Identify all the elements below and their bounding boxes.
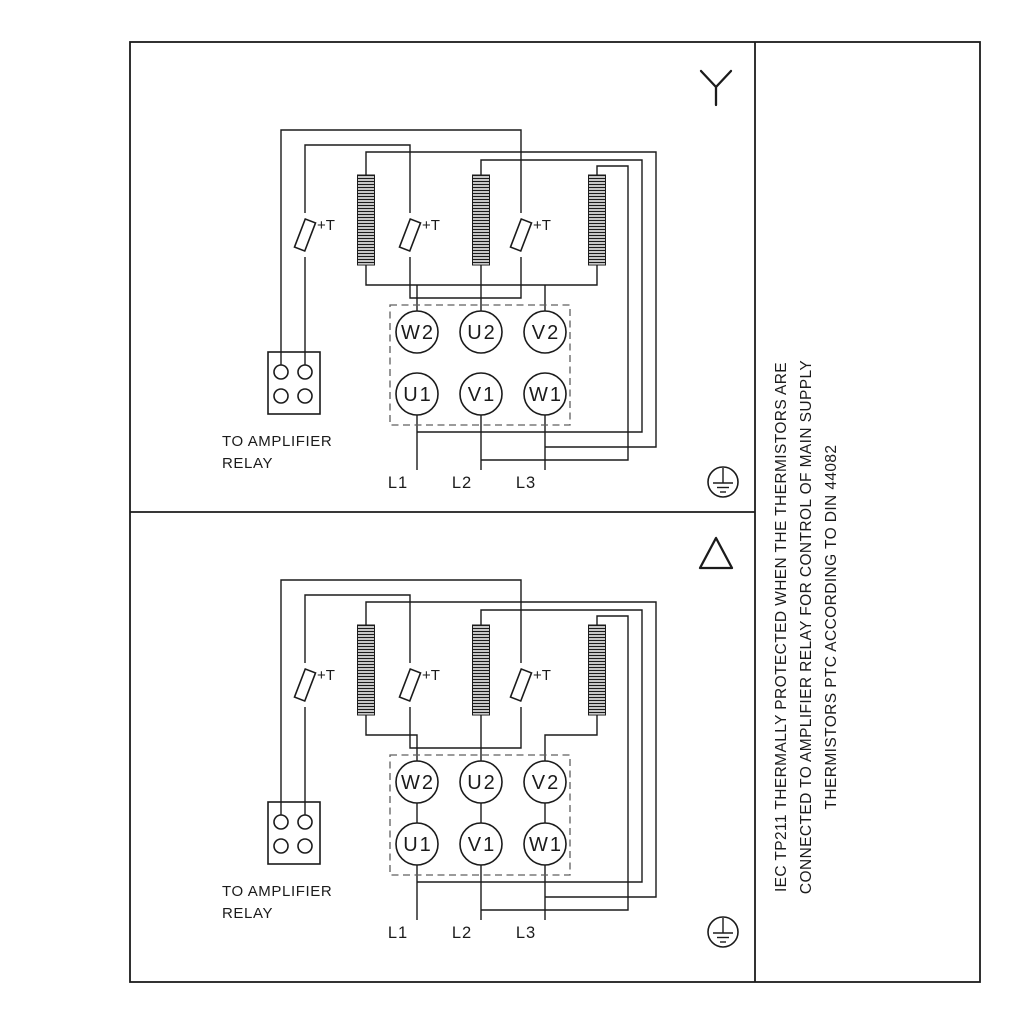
phase-label-l2: L2 <box>452 924 472 942</box>
delta-connection-icon <box>698 536 734 570</box>
terminal-u1 <box>395 372 439 416</box>
terminal-w2 <box>395 310 439 354</box>
winding-coil <box>357 174 375 266</box>
wire <box>409 257 522 299</box>
wire <box>481 615 629 911</box>
terminal-label: W1 <box>529 834 563 856</box>
amplifier-relay-box <box>267 351 321 415</box>
winding-coil <box>472 174 490 266</box>
relay-contact <box>297 388 313 404</box>
side-note-line3: THERMISTORS PTC ACCORDING TO DIN 44082 <box>823 445 840 810</box>
wire <box>409 707 522 749</box>
terminal-label: U1 <box>403 834 433 856</box>
terminal-w1 <box>523 822 567 866</box>
terminal-w2 <box>395 760 439 804</box>
earth-ground-icon <box>707 916 739 948</box>
relay-contact <box>273 364 289 380</box>
side-note: IEC TP211 THERMALLY PROTECTED WHEN THE T… <box>773 360 840 894</box>
phase-label-l1: L1 <box>388 474 408 492</box>
phase-label-l2: L2 <box>452 474 472 492</box>
thermistor-icon <box>398 217 422 253</box>
panel-delta: +T +T +T W2 U2 V2 U1 V1 W1 TO AMPLIFIER … <box>222 536 739 948</box>
terminal-label: V1 <box>468 834 496 856</box>
terminal-label: V1 <box>468 384 496 406</box>
terminal-label: V2 <box>532 772 560 794</box>
wire <box>365 715 418 761</box>
terminal-u2 <box>459 760 503 804</box>
relay-contact <box>297 814 313 830</box>
winding-coil <box>588 174 606 266</box>
terminal-v2 <box>523 310 567 354</box>
thermistor-label: +T <box>533 667 551 684</box>
terminal-v2 <box>523 760 567 804</box>
thermistor-icon <box>398 667 422 703</box>
relay-caption-line2: RELAY <box>222 455 273 472</box>
wire <box>280 129 522 365</box>
terminal-label: W2 <box>401 322 435 344</box>
winding-coil <box>588 624 606 716</box>
side-note-line2: CONNECTED TO AMPLIFIER RELAY FOR CONTROL… <box>798 360 815 894</box>
terminal-label: U2 <box>467 322 497 344</box>
terminal-label: W1 <box>529 384 563 406</box>
wire <box>365 151 657 448</box>
amplifier-relay-box <box>267 801 321 865</box>
earth-ground-icon <box>707 466 739 498</box>
thermistor-label: +T <box>422 217 440 234</box>
terminal-w1 <box>523 372 567 416</box>
winding-coil <box>472 624 490 716</box>
winding-coil <box>357 624 375 716</box>
wire <box>417 609 643 883</box>
thermistor-icon <box>293 217 317 253</box>
relay-contact <box>273 814 289 830</box>
thermistor-label: +T <box>533 217 551 234</box>
terminal-v1 <box>459 822 503 866</box>
thermistor-icon <box>509 667 533 703</box>
wire <box>280 579 522 815</box>
star-connection-icon <box>699 69 733 107</box>
terminal-label: V2 <box>532 322 560 344</box>
terminal-label: W2 <box>401 772 435 794</box>
relay-contact <box>273 388 289 404</box>
phase-label-l3: L3 <box>516 474 536 492</box>
terminal-u2 <box>459 310 503 354</box>
terminal-v1 <box>459 372 503 416</box>
relay-contact <box>273 838 289 854</box>
wire <box>304 594 411 663</box>
wire <box>417 159 643 433</box>
relay-caption-line1: TO AMPLIFIER <box>222 433 332 450</box>
relay-caption-line2: RELAY <box>222 905 273 922</box>
side-note-line1: IEC TP211 THERMALLY PROTECTED WHEN THE T… <box>773 362 790 892</box>
terminal-u1 <box>395 822 439 866</box>
wire <box>304 144 411 213</box>
wire <box>481 165 629 461</box>
thermistor-icon <box>293 667 317 703</box>
terminal-label: U2 <box>467 772 497 794</box>
thermistor-label: +T <box>317 667 335 684</box>
relay-caption-line1: TO AMPLIFIER <box>222 883 332 900</box>
phase-label-l1: L1 <box>388 924 408 942</box>
thermistor-label: +T <box>422 667 440 684</box>
wire <box>544 715 598 761</box>
panel-star: +T +T +T W2 U2 V2 U1 V1 W1 TO AMPLIFIER … <box>222 69 739 498</box>
terminal-label: U1 <box>403 384 433 406</box>
thermistor-label: +T <box>317 217 335 234</box>
phase-label-l3: L3 <box>516 924 536 942</box>
relay-contact <box>297 364 313 380</box>
wire <box>365 601 657 898</box>
relay-contact <box>297 838 313 854</box>
thermistor-icon <box>509 217 533 253</box>
